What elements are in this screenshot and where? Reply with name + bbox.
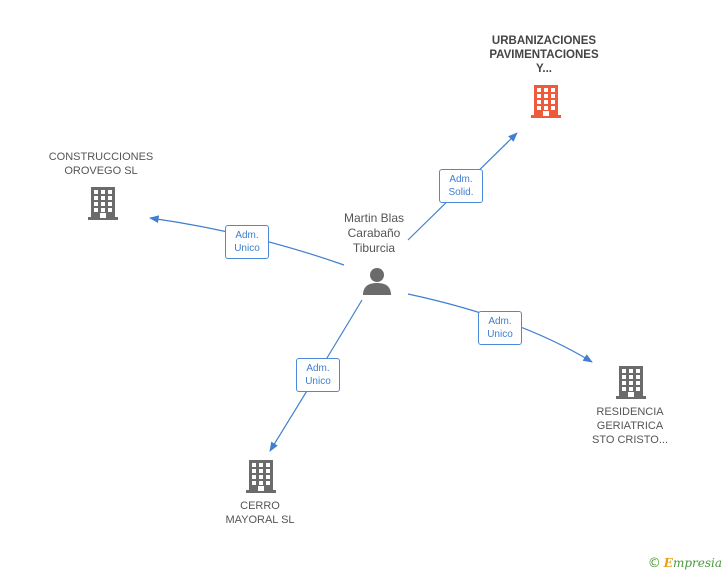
company-label-construcciones[interactable]: CONSTRUCCIONES OROVEGO SL — [48, 151, 154, 177]
building-icon[interactable] — [615, 365, 647, 399]
person-icon[interactable] — [362, 266, 392, 296]
building-icon[interactable] — [530, 84, 562, 118]
relation-badge-residencia[interactable]: Adm.Unico — [478, 311, 522, 345]
relation-badge-cerro[interactable]: Adm.Unico — [296, 358, 340, 392]
company-label-cerro[interactable]: CERRO MAYORAL SL — [225, 500, 295, 526]
building-icon[interactable] — [87, 186, 119, 220]
relation-badge-construcciones[interactable]: Adm.Unico — [225, 225, 269, 259]
building-icon[interactable] — [245, 459, 277, 493]
company-label-residencia[interactable]: RESIDENCIA GERIATRICA STO CRISTO... — [592, 406, 668, 446]
brand-footer[interactable]: ©Empresia — [647, 556, 722, 571]
person-name[interactable]: Martin Blas Carabaño Tiburcia — [343, 211, 405, 255]
copyright-icon: © — [647, 556, 661, 571]
relation-badge-urbanizaciones[interactable]: Adm.Solid. — [439, 169, 483, 203]
company-label-urbanizaciones[interactable]: URBANIZACIONES PAVIMENTACIONES Y... — [489, 35, 599, 75]
